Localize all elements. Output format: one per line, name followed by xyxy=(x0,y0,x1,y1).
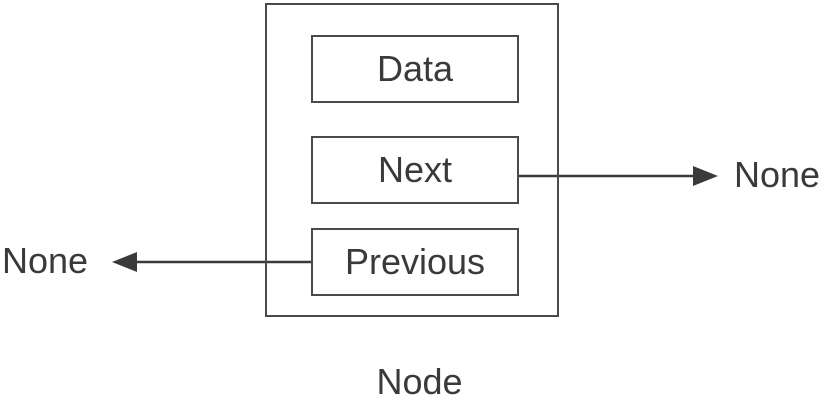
previous-pointer-arrowhead xyxy=(112,252,137,272)
node-caption: Node xyxy=(0,364,835,400)
node-field-next[interactable]: Next xyxy=(311,136,519,204)
node-field-next-label: Next xyxy=(377,149,453,190)
node-container xyxy=(265,3,559,317)
node-field-previous[interactable]: Previous xyxy=(311,228,519,296)
next-target-none-label: None xyxy=(734,154,821,195)
node-field-data[interactable]: Data xyxy=(311,35,519,103)
next-pointer-arrow xyxy=(519,166,718,186)
node-field-previous-label: Previous xyxy=(344,241,486,282)
next-pointer-arrowhead xyxy=(693,166,718,186)
node-caption-text: Node xyxy=(376,361,463,402)
previous-pointer-arrow xyxy=(112,252,311,272)
previous-target-none-label: None xyxy=(2,240,89,281)
node-field-data-label: Data xyxy=(376,48,454,89)
